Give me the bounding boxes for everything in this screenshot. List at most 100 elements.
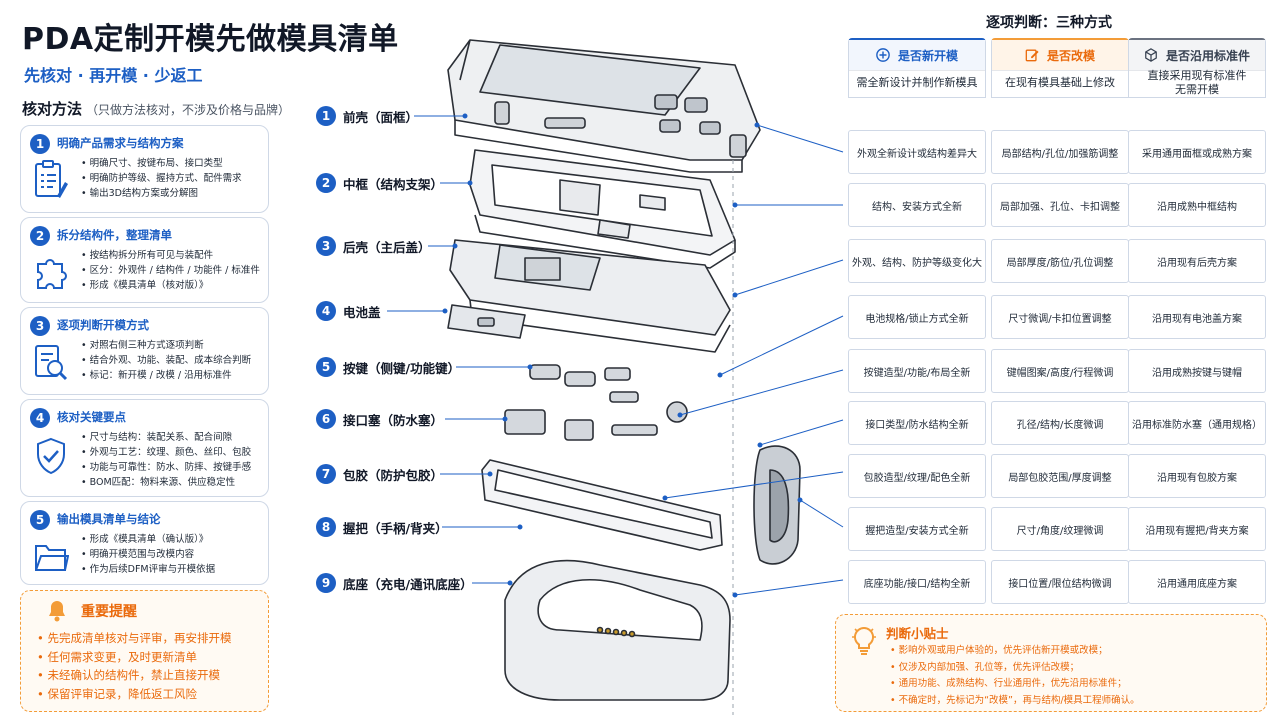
part-name: 电池盖 <box>343 304 381 320</box>
bell-icon <box>49 601 65 622</box>
edit-icon <box>1025 49 1039 62</box>
step-item: 明确防护等级、握持方式、配件需求 <box>81 171 242 186</box>
judgment-cell: 外观、结构、防护等级变化大 <box>848 239 986 283</box>
column-desc-frame <box>1129 70 1265 100</box>
step-item: 形成《模具清单（核对版）》 <box>81 278 260 293</box>
judgment-cell: 接口类型/防水结构全新 <box>848 401 986 445</box>
step-item: 功能与可靠性：防水、防摔、按键手感 <box>81 460 252 475</box>
puzzle-icon <box>37 259 67 289</box>
page-title: PDA定制开模先做模具清单 <box>22 22 399 57</box>
part-number: 7 <box>316 464 336 484</box>
column-header-modify-mold: 是否改模 <box>991 38 1129 98</box>
part-label-handle: 8 握把（手柄/背夹） <box>316 516 448 538</box>
column-label: 是否改模 <box>1046 48 1095 63</box>
step-number: 3 <box>30 316 50 336</box>
step-item: 结合外观、功能、装配、成本综合判断 <box>81 353 252 368</box>
step-item: 明确开模范围与改模内容 <box>81 547 215 562</box>
judgment-cell: 局部厚度/筋位/孔位调整 <box>991 239 1129 283</box>
label-leader-lines <box>387 113 533 586</box>
battery-cover-drawing <box>447 304 526 339</box>
warning-item: 保留评审记录，降低返工风险 <box>37 685 231 704</box>
middle-frame-drawing <box>469 149 736 269</box>
step-item: 按结构拆分所有可见与装配件 <box>81 248 260 263</box>
step-item: 尺寸与结构：装配关系、配合间隙 <box>81 430 251 445</box>
tips-title: 判断小贴士 <box>886 626 949 641</box>
part-name: 接口塞（防水塞） <box>343 412 444 428</box>
part-number: 1 <box>316 106 336 126</box>
column-header-new-mold: 是否新开模 <box>848 38 986 98</box>
folder-icon <box>35 545 69 571</box>
judgment-cell: 电池规格/锁止方式全新 <box>848 295 986 339</box>
column-desc-frame <box>992 70 1128 100</box>
judgment-cell: 沿用标准防水塞（通用规格） <box>1128 401 1266 445</box>
judgment-cell: 握把造型/安装方式全新 <box>848 507 986 551</box>
column-label: 是否新开模 <box>897 48 958 63</box>
judgment-cell: 沿用通用底座方案 <box>1128 560 1266 604</box>
part-number: 8 <box>316 517 336 537</box>
plus-circle-icon <box>876 48 890 62</box>
checklist-icon <box>35 160 68 198</box>
warning-title: 重要提醒 <box>81 604 137 620</box>
lightbulb-icon <box>852 626 876 655</box>
part-number: 3 <box>316 236 336 256</box>
back-shell-drawing <box>449 239 731 353</box>
method-step-3: 3 逐项判断开模方式 对照右侧三种方式逐项判断 结合外观、功能、装配、成本综合判… <box>20 307 269 395</box>
keys-drawing <box>529 364 639 403</box>
judgment-cell: 底座功能/接口/结构全新 <box>848 560 986 604</box>
part-name: 按键（侧键/功能键） <box>343 360 461 376</box>
column-desc-frame <box>849 70 985 100</box>
part-name: 握把（手柄/背夹） <box>343 520 448 536</box>
part-label-middle-frame: 2 中框（结构支架） <box>316 172 443 194</box>
judgment-cell: 结构、安装方式全新 <box>848 183 986 227</box>
method-step-2: 2 拆分结构件，整理清单 按结构拆分所有可见与装配件 区分：外观件 / 结构件 … <box>20 217 269 303</box>
method-step-4: 4 核对关键要点 尺寸与结构：装配关系、配合间隙 外观与工艺：纹理、颜色、丝印、… <box>20 399 269 497</box>
judgment-title: 逐项判断：三种方式 <box>986 15 1112 31</box>
part-number: 2 <box>316 173 336 193</box>
step-title: 拆分结构件，整理清单 <box>57 228 172 242</box>
handle-drawing <box>753 445 801 565</box>
judgment-cell: 局部加强、孔位、卡扣调整 <box>991 183 1129 227</box>
judgment-cell: 沿用现有握把/背夹方案 <box>1128 507 1266 551</box>
cube-icon <box>1145 48 1157 62</box>
page-subtitle: 先核对 · 再开模 · 少返工 <box>24 66 203 85</box>
judgment-cell: 按键造型/功能/布局全新 <box>848 349 986 393</box>
part-label-battery-cover: 4 电池盖 <box>316 300 381 322</box>
judgment-cell: 外观全新设计或结构差异大 <box>848 130 986 174</box>
step-item: 作为后续DFM评审与开模依据 <box>81 562 215 577</box>
tips-box: 判断小贴士 影响外观或用户体验的，优先评估新开模或改模； 仅涉及内部加强、孔位等… <box>835 614 1267 712</box>
part-label-base: 9 底座（充电/通讯底座） <box>316 572 473 594</box>
method-heading: 核对方法（只做方法核对，不涉及价格与品牌） <box>22 98 290 119</box>
tip-item: 通用功能、成熟结构、行业通用件，优先沿用标准件； <box>890 676 1140 693</box>
step-number: 1 <box>30 134 50 154</box>
judgment-cell: 接口位置/限位结构微调 <box>991 560 1129 604</box>
part-label-plugs: 6 接口塞（防水塞） <box>316 408 443 430</box>
judgment-cell: 尺寸/角度/纹理微调 <box>991 507 1129 551</box>
step-item: 区分：外观件 / 结构件 / 功能件 / 标准件 <box>81 263 260 278</box>
tip-item: 不确定时，先标记为“改模”，再与结构/模具工程师确认。 <box>890 693 1140 710</box>
part-name: 包胶（防护包胶） <box>343 467 444 483</box>
judgment-cell: 局部结构/孔位/加强筋调整 <box>991 130 1129 174</box>
step-title: 明确产品需求与结构方案 <box>57 136 184 150</box>
step-item: 对照右侧三种方式逐项判断 <box>81 338 251 353</box>
part-name: 前壳（面框） <box>343 109 419 125</box>
step-item: 标记：新开模 / 改模 / 沿用标准件 <box>81 368 251 383</box>
part-name: 底座（充电/通讯底座） <box>343 576 473 592</box>
tip-item: 仅涉及内部加强、孔位等，优先评估改模； <box>890 660 1140 677</box>
judgment-cell: 包胶造型/纹理/配色全新 <box>848 454 986 498</box>
step-number: 5 <box>30 510 50 530</box>
column-description: 需全新设计并制作新模具 <box>856 76 978 89</box>
judgment-cell: 沿用现有后壳方案 <box>1128 239 1266 283</box>
shield-check-icon <box>37 437 65 475</box>
judgment-cell: 沿用现有包胶方案 <box>1128 454 1266 498</box>
step-number: 2 <box>30 226 50 246</box>
warning-box: 重要提醒 先完成清单核对与评审，再安排开模 任何需求变更，及时更新清单 未经确认… <box>20 590 269 712</box>
part-number: 6 <box>316 409 336 429</box>
method-heading-text: 核对方法 <box>22 100 83 118</box>
step-item: 外观与工艺：纹理、颜色、丝印、包胶 <box>81 445 252 460</box>
step-title: 逐项判断开模方式 <box>57 318 149 332</box>
tip-item: 影响外观或用户体验的，优先评估新开模或改模； <box>890 643 1140 660</box>
charging-base-drawing <box>504 559 731 701</box>
method-step-5: 5 输出模具清单与结论 形成《模具清单（确认版）》 明确开模范围与改模内容 作为… <box>20 501 269 585</box>
part-number: 9 <box>316 573 336 593</box>
